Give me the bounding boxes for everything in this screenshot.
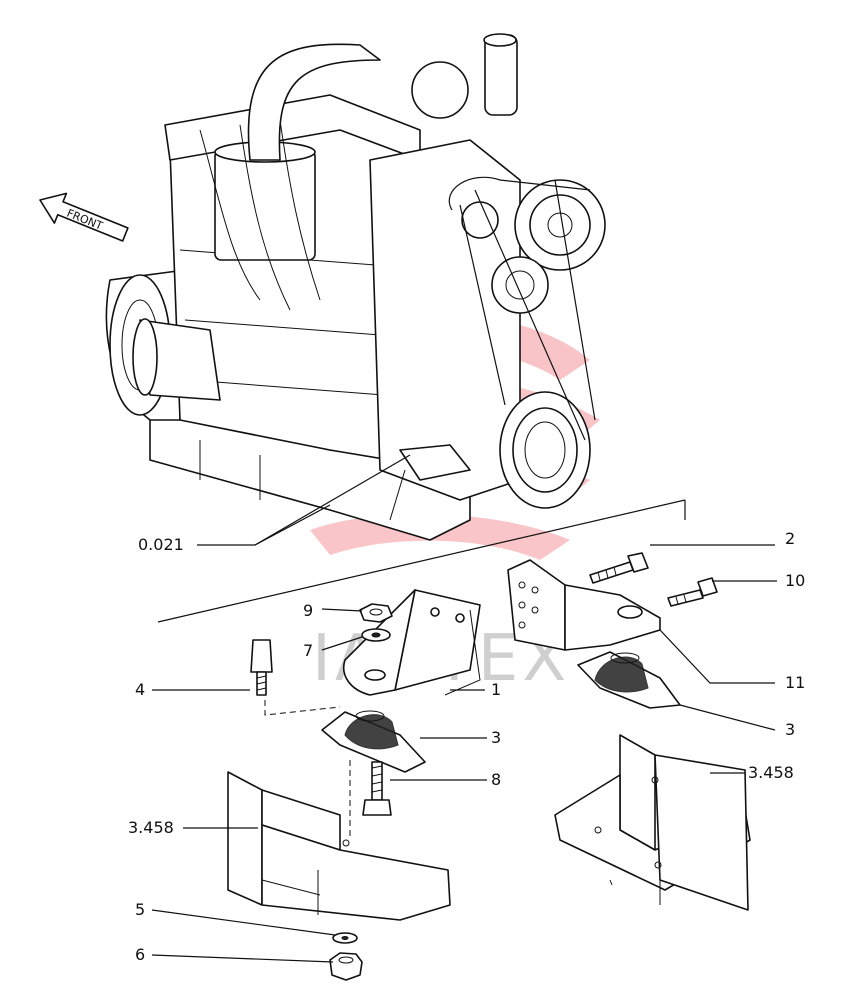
left-rubber-mount bbox=[321, 710, 426, 773]
callout-2: 2 bbox=[785, 529, 795, 548]
callout-1: 1 bbox=[491, 680, 501, 699]
callout-6: 6 bbox=[135, 945, 145, 964]
leader-lines bbox=[151, 454, 777, 963]
callout-7: 7 bbox=[303, 641, 313, 660]
callout-frame-right: 3.458 bbox=[748, 763, 794, 782]
callout-frame-left: 3.458 bbox=[128, 818, 174, 837]
callout-9: 9 bbox=[303, 601, 313, 620]
callout-4: 4 bbox=[135, 680, 145, 699]
callout-3-left: 3 bbox=[491, 728, 501, 747]
callout-8: 8 bbox=[491, 770, 501, 789]
callout-10: 10 bbox=[785, 571, 805, 590]
nut-6 bbox=[329, 952, 363, 981]
nut-9 bbox=[359, 603, 393, 623]
bolt-10 bbox=[667, 577, 718, 607]
right-engine-bracket bbox=[507, 559, 661, 651]
callout-11: 11 bbox=[785, 673, 805, 692]
left-frame-bracket bbox=[227, 771, 451, 921]
callout-3-right: 3 bbox=[785, 720, 795, 739]
bolt-2 bbox=[589, 552, 649, 584]
callout-5: 5 bbox=[135, 900, 145, 919]
separator-line bbox=[157, 499, 686, 623]
stud-8 bbox=[362, 761, 392, 816]
bolt-4 bbox=[250, 639, 273, 696]
callout-engine-ref: 0.021 bbox=[138, 535, 184, 554]
right-frame-bracket bbox=[554, 734, 751, 911]
front-arrow: FRONT bbox=[39, 192, 129, 242]
engine-assembly bbox=[105, 33, 606, 541]
right-rubber-mount bbox=[577, 651, 681, 709]
left-engine-bracket bbox=[343, 589, 481, 696]
